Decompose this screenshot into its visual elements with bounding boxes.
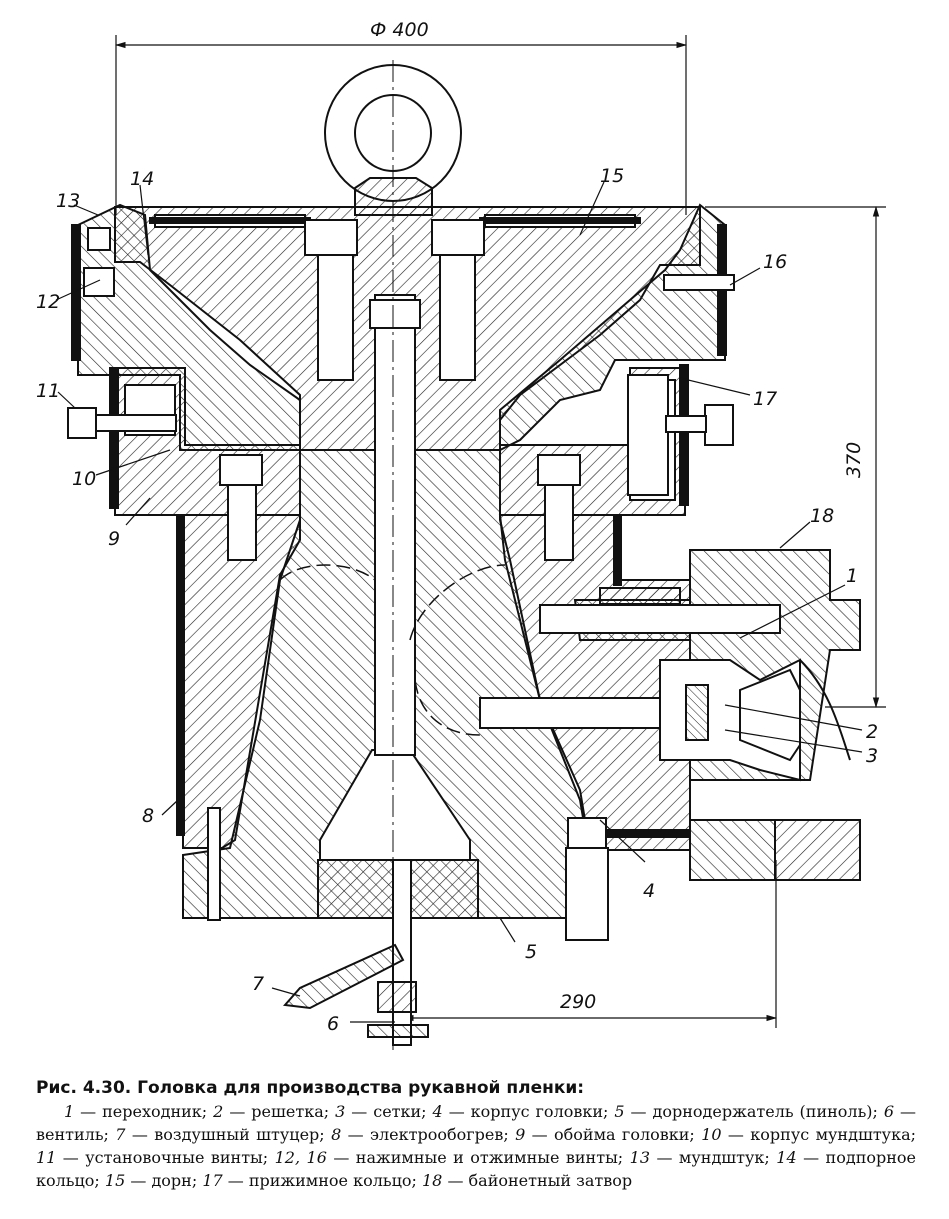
caption-item: 5 — дорнодержатель (пиноль);: [614, 1102, 883, 1121]
caption-title: Рис. 4.30. Головка для производства рука…: [36, 1078, 585, 1098]
caption-item-text: — корпус головки;: [442, 1102, 615, 1121]
caption-item-number: 13: [629, 1148, 651, 1167]
caption-item-number: 2: [213, 1102, 224, 1121]
caption-item-number: 14: [776, 1148, 797, 1167]
caption-item-number: 17: [202, 1171, 223, 1190]
caption-item: 12, 16 — нажимные и отжимные винты;: [275, 1148, 630, 1167]
label-5: 5: [525, 941, 537, 963]
caption-item-number: 9: [515, 1125, 526, 1144]
caption-item: 8 — электрообогрев;: [331, 1125, 515, 1144]
caption-item-text: — байонетный затвор: [442, 1171, 633, 1190]
die-head-cross-section-drawing: Ф 400 370 290 1 2 3 4 5 6 7 8 9 10 11 12…: [36, 19, 886, 1050]
label-2: 2: [866, 721, 878, 743]
label-17: 17: [753, 388, 777, 410]
caption-item-text: — дорн;: [125, 1171, 203, 1190]
label-16: 16: [763, 251, 787, 273]
caption-item: 9 — обойма головки;: [515, 1125, 701, 1144]
caption-item-text: — мундштук;: [650, 1148, 777, 1167]
caption-item-number: 15: [104, 1171, 126, 1190]
caption-item: 13 — мундштук;: [630, 1148, 777, 1167]
caption-item-number: 3: [335, 1102, 346, 1121]
caption-item: 10 — корпус мундштука;: [701, 1125, 916, 1144]
caption-item-number: 18: [422, 1171, 443, 1190]
caption-item-text: — электрообогрев;: [341, 1125, 516, 1144]
adapter-assembly: [479, 549, 861, 881]
caption-item-number: 1: [64, 1102, 75, 1121]
label-6: 6: [327, 1013, 339, 1035]
caption-item-text: — нажимные и отжимные винты;: [326, 1148, 630, 1167]
caption-item-text: — обойма головки;: [525, 1125, 702, 1144]
label-11: 11: [36, 380, 60, 402]
flow-channel-outline: [279, 564, 506, 736]
caption-item-text: — корпус мундштука;: [721, 1125, 917, 1144]
caption-item-number: 5: [614, 1102, 625, 1121]
figure-caption: Рис. 4.30. Головка для производства рука…: [36, 1077, 916, 1192]
mandrel-holder: [182, 294, 602, 919]
caption-item-text: — воздушный штуцер;: [125, 1125, 332, 1144]
caption-item: 3 — сетки;: [335, 1102, 432, 1121]
caption-item-number: 10: [701, 1125, 722, 1144]
bolts: [207, 219, 669, 941]
air-valve-and-fitting: [282, 859, 429, 1046]
caption-item-number: 12, 16: [274, 1148, 327, 1167]
caption-item: 14 — подпорное кольцо;: [36, 1148, 916, 1190]
caption-item: 18 — байонетный затвор: [422, 1171, 632, 1190]
eye-bolt: [324, 64, 462, 216]
label-13: 13: [56, 190, 80, 212]
caption-item-text: — установочные винты;: [56, 1148, 275, 1167]
caption-item-text: — вентиль;: [36, 1102, 917, 1144]
caption-item: 1 — переходник;: [64, 1102, 213, 1121]
dimension-offset: 290: [560, 991, 596, 1013]
caption-legend: 1 — переходник; 2 — решетка; 3 — сетки; …: [36, 1100, 916, 1192]
caption-item-text: — сетки;: [345, 1102, 433, 1121]
caption-item: 7 — воздушный штуцер;: [115, 1125, 331, 1144]
caption-item: 17 — прижимное кольцо;: [202, 1171, 422, 1190]
label-8: 8: [142, 805, 154, 827]
caption-item-number: 4: [432, 1102, 443, 1121]
caption-item-number: 11: [36, 1148, 57, 1167]
caption-item: 11 — установочные винты;: [36, 1148, 275, 1167]
label-12: 12: [36, 291, 60, 313]
caption-item-number: 8: [331, 1125, 342, 1144]
caption-item-text: — решетка;: [223, 1102, 336, 1121]
caption-item-text: — дорнодержатель (пиноль);: [624, 1102, 884, 1121]
caption-item-number: 7: [115, 1125, 126, 1144]
leader-lines: [55, 181, 863, 1023]
dimension-height: 370: [843, 442, 865, 478]
caption-item-text: — подпорное кольцо;: [36, 1148, 916, 1190]
dimension-diameter: Ф 400: [370, 19, 429, 41]
label-18: 18: [810, 505, 834, 527]
caption-item-number: 6: [883, 1102, 895, 1121]
caption-item: 15 — дорн;: [105, 1171, 202, 1190]
label-3: 3: [866, 745, 878, 767]
label-10: 10: [72, 468, 96, 490]
caption-item: 4 — корпус головки;: [433, 1102, 615, 1121]
label-7: 7: [252, 973, 264, 995]
dimension-lines: [114, 35, 886, 1028]
caption-item: 2 — решетка;: [213, 1102, 335, 1121]
label-4: 4: [643, 880, 655, 902]
adjusting-screws: [67, 227, 735, 446]
label-14: 14: [130, 168, 154, 190]
caption-item-text: — прижимное кольцо;: [222, 1171, 422, 1190]
label-15: 15: [600, 165, 624, 187]
label-1: 1: [846, 565, 858, 587]
label-9: 9: [108, 528, 120, 550]
caption-item-text: — переходник;: [74, 1102, 214, 1121]
caption-item: 6 — вентиль;: [36, 1102, 916, 1144]
